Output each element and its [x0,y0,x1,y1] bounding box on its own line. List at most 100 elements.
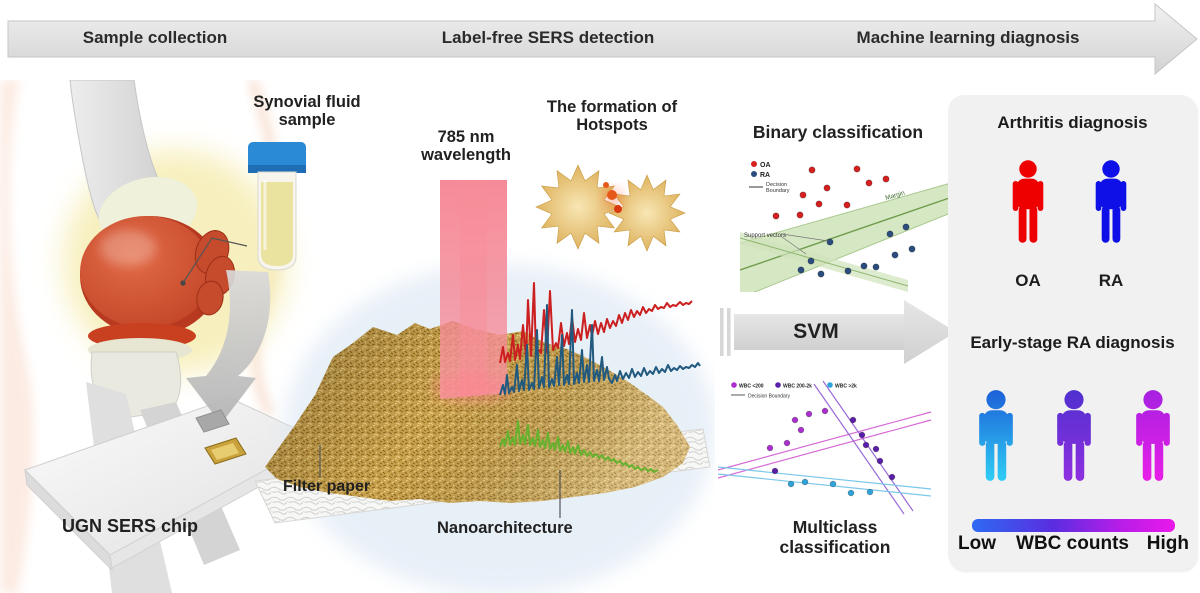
data-point [858,431,866,439]
hotspot-dot [607,190,617,200]
banner-step-ml: Machine learning diagnosis [856,28,1080,47]
data-point [826,238,834,246]
oa-caption: OA [1015,271,1041,290]
spectrum-blue [499,304,701,396]
arthritis-diagnosis-title: Arthritis diagnosis [997,113,1148,132]
inflamed-joint-capsule [80,216,212,328]
data-point [888,473,896,481]
arrow-tail-bar [727,308,731,356]
transfer-arrow [186,270,271,424]
boundary-line-magenta [718,411,932,471]
data-point [902,223,910,231]
data-point [853,165,861,173]
support-vector-pointer [781,236,807,255]
capsule-ridge [196,280,224,316]
oa-person-icon [1012,160,1044,243]
wbc-class3-points [787,478,874,497]
data-point [847,489,855,497]
skin-silhouette-left [0,80,34,593]
hotspot-dot [614,205,622,213]
legend-class1-label: WBC <200 [739,384,764,390]
ra-person-icon [1095,160,1127,243]
filter-paper-label: Filter paper [283,478,371,495]
boundary-line-cyan [718,466,932,490]
early-person-mid-icon [1057,390,1091,481]
sample-connector-line [182,237,248,284]
data-point [844,267,852,275]
ra-points-group [797,223,916,278]
data-point [799,191,807,199]
wbc-high-label: High [1146,533,1189,554]
wbc-class2-points [771,416,896,481]
early-person-low-icon [979,390,1013,481]
boundary-line-purple [813,383,905,515]
arrow-head [904,300,956,364]
binary-classification-plot: OA RA Decision Boundary Support vectors … [740,161,959,292]
data-point [815,200,823,208]
gold-nanostar [608,174,686,252]
hotspots-label: The formation of Hotspots [546,98,678,135]
wbc-counts-label: WBC counts [1016,533,1129,554]
data-point [872,445,880,453]
data-point [866,488,874,496]
svm-arrow [720,300,956,364]
sample-collection-illustration [0,80,323,593]
wavelength-label: 785 nm wavelength [421,128,511,165]
data-point [849,416,857,424]
data-point [908,245,916,253]
laser-beam-core [460,180,487,397]
data-point [860,262,868,270]
data-point [805,410,813,418]
data-point [766,444,774,452]
boundary-line-cyan [718,473,932,497]
data-point [882,175,890,183]
data-point [772,212,780,220]
data-point [886,230,894,238]
chip-clip [195,409,230,433]
banner-arrow-shape [7,2,1198,76]
alt-boundary-line [740,237,909,287]
capsule-highlight [100,230,156,266]
decision-boundary-line [740,194,959,271]
legend-oa-dot [751,161,757,167]
laser-focus-glow [433,373,513,401]
sers-chip-edge [24,468,113,572]
synovial-sample-label: Synovial fluid sample [253,93,361,130]
data-point [865,179,873,187]
legend-class2-dot [775,382,781,388]
data-point [862,441,870,449]
banner-step-sers: Label-free SERS detection [441,28,655,47]
early-person-high-icon [1136,390,1170,481]
multiclass-title: Multiclass classification [779,517,891,557]
spectrum-green [499,420,659,473]
data-point [872,263,880,271]
support-vectors-label: Support vectors [744,233,786,239]
data-point [797,426,805,434]
hotspot-dot [603,182,609,188]
svm-margin-band [740,181,958,292]
data-point [817,270,825,278]
nanoarchitecture-label: Nanoarchitecture [437,519,573,537]
data-point [829,480,837,488]
chip-gold-window-inner [211,443,239,460]
data-point [783,439,791,447]
legend-boundary-label-1: Decision [766,182,787,188]
data-point [771,467,779,475]
legend-boundary-label: Decision Boundary [748,394,790,400]
banner-step-sample: Sample collection [82,28,228,47]
tube-cap-band [248,165,306,173]
data-point [796,211,804,219]
legend-class2-label: WBC 200-2k [783,384,812,390]
data-point [876,457,884,465]
multiclass-classification-plot: WBC <200 WBC 200-2k WBC >2k Decision Bou… [718,380,932,515]
binary-title: Binary classification [752,122,924,142]
wbc-gradient-bar [972,519,1175,532]
legend-ra-label: RA [760,172,770,179]
boundary-line-magenta [718,419,932,479]
legend-class1-dot [731,382,737,388]
data-point [808,166,816,174]
tube-cap [248,142,306,172]
sers-detection-illustration [255,164,715,593]
early-ra-title: Early-stage RA diagnosis [970,333,1175,352]
